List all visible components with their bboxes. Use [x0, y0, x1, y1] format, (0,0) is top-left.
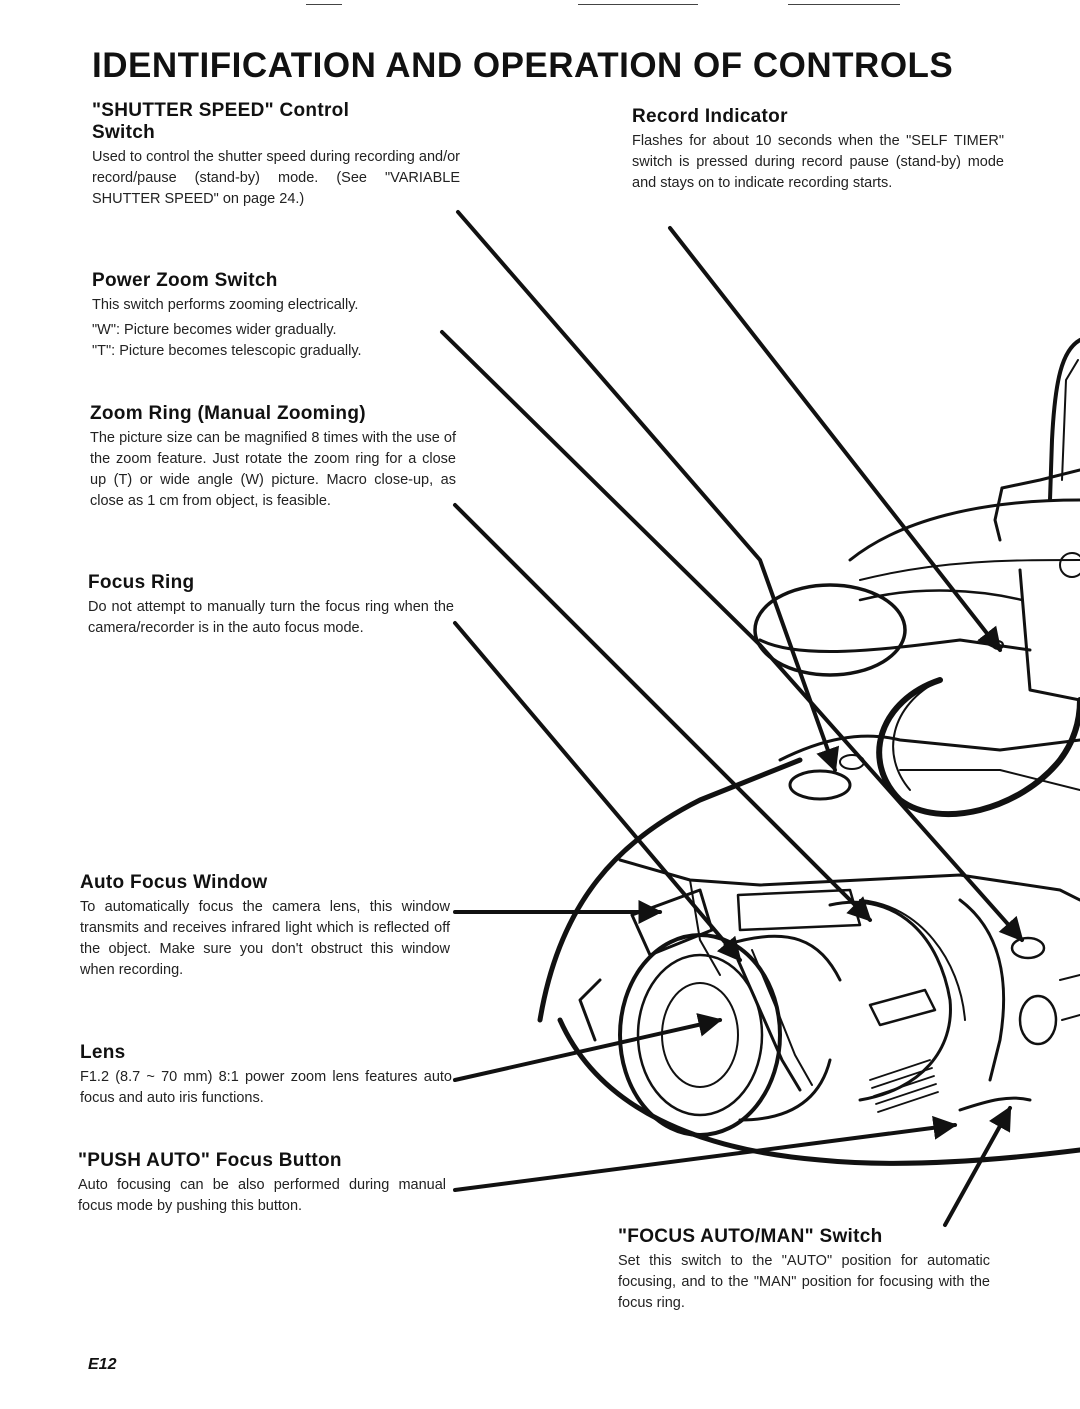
- shutter-speed-section: "SHUTTER SPEED" Control Switch Used to c…: [92, 100, 460, 210]
- record-indicator-heading: Record Indicator: [632, 106, 788, 127]
- record-indicator-section: Record Indicator Flashes for about 10 se…: [632, 106, 1004, 194]
- lens-body: F1.2 (8.7 ~ 70 mm) 8:1 power zoom lens f…: [80, 1069, 452, 1106]
- push-auto-heading: "PUSH AUTO" Focus Button: [78, 1150, 342, 1171]
- power-zoom-note-t: "T": Picture becomes telescopic graduall…: [92, 343, 362, 359]
- focus-auto-man-body: Set this switch to the "AUTO" position f…: [618, 1253, 990, 1311]
- push-auto-body: Auto focusing can be also performed duri…: [78, 1177, 446, 1214]
- lens-heading: Lens: [80, 1042, 126, 1063]
- focus-ring-section: Focus Ring Do not attempt to manually tu…: [88, 572, 454, 639]
- power-zoom-heading: Power Zoom Switch: [92, 270, 278, 291]
- page-number: E12: [88, 1356, 117, 1373]
- power-zoom-note-w: "W": Picture becomes wider gradually.: [92, 322, 337, 338]
- zoom-ring-heading: Zoom Ring (Manual Zooming): [90, 403, 366, 424]
- focus-auto-man-section: "FOCUS AUTO/MAN" Switch Set this switch …: [618, 1226, 990, 1314]
- zoom-ring-section: Zoom Ring (Manual Zooming) The picture s…: [90, 403, 456, 512]
- zoom-ring-body: The picture size can be magnified 8 time…: [90, 430, 456, 509]
- shutter-speed-body: Used to control the shutter speed during…: [92, 149, 460, 207]
- push-auto-section: "PUSH AUTO" Focus Button Auto focusing c…: [78, 1150, 446, 1217]
- shutter-speed-heading: "SHUTTER SPEED" Control Switch: [92, 100, 350, 143]
- top-rule-left: [306, 4, 342, 5]
- page-title: IDENTIFICATION AND OPERATION OF CONTROLS: [92, 46, 954, 85]
- top-rule-right: [788, 4, 900, 5]
- power-zoom-section: Power Zoom Switch This switch performs z…: [92, 270, 437, 362]
- record-indicator-body: Flashes for about 10 seconds when the "S…: [632, 133, 1004, 191]
- auto-focus-window-section: Auto Focus Window To automatically focus…: [80, 872, 450, 981]
- auto-focus-window-body: To automatically focus the camera lens, …: [80, 899, 450, 978]
- focus-auto-man-heading: "FOCUS AUTO/MAN" Switch: [618, 1226, 883, 1247]
- focus-ring-heading: Focus Ring: [88, 572, 195, 593]
- power-zoom-body: This switch performs zooming electricall…: [92, 297, 359, 313]
- focus-ring-body: Do not attempt to manually turn the focu…: [88, 599, 454, 636]
- top-rule-mid: [578, 4, 698, 5]
- lens-section: Lens F1.2 (8.7 ~ 70 mm) 8:1 power zoom l…: [80, 1042, 452, 1109]
- auto-focus-window-heading: Auto Focus Window: [80, 872, 268, 893]
